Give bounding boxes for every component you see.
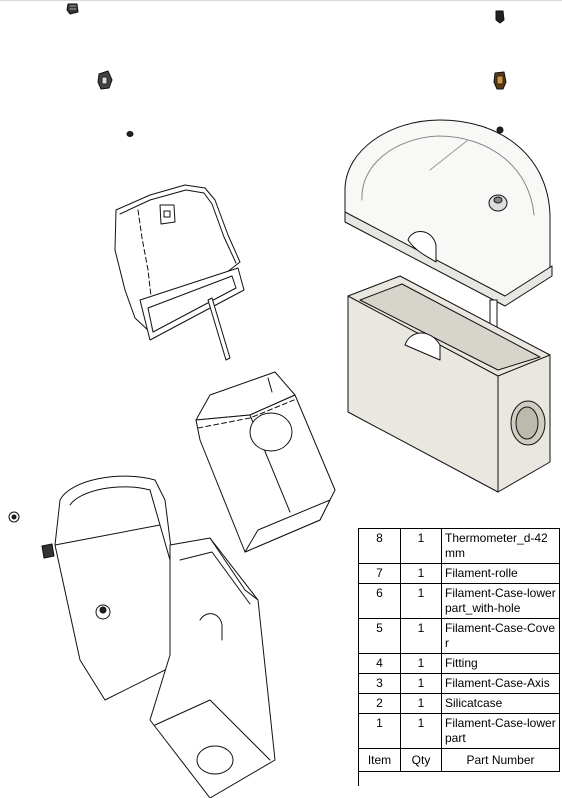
fitting-part-right-brass [493,71,507,90]
qty-cell: 1 [400,653,442,674]
part-number-cell: Thermometer_d-42mm [441,528,560,564]
item-cell: 7 [358,563,401,584]
silica-case-wireframe [195,371,336,553]
qty-cell: 1 [400,693,442,714]
item-header: Item [358,748,401,772]
item-cell: 6 [358,583,401,619]
small-fitting-lower-left [8,511,55,559]
case-assembly-lower-left [54,475,276,798]
qty-cell: 1 [400,583,442,619]
table-row: 3 1 Filament-Case-Axis [358,673,560,694]
item-cell: 1 [358,713,401,749]
table-row: 2 1 Silicatcase [358,693,560,714]
table-header-row: Item Qty Part Number [358,748,560,772]
cover-wireframe-upper [114,184,245,361]
qty-cell: 1 [400,618,442,654]
fitting-part-top-left [66,3,79,15]
small-nut-left [126,131,134,137]
table-row: 1 1 Filament-Case-lowerpart [358,713,560,749]
qty-cell: 1 [400,528,442,564]
sheet-top-border [0,0,562,1]
part-number-cell: Filament-Case-lowerpart [441,713,560,749]
qty-cell: 1 [400,563,442,584]
part-number-cell: Filament-Case-Axis [441,673,560,694]
table-row: 6 1 Filament-Case-lowerpart_with-hole [358,583,560,619]
table-row: 4 1 Fitting [358,653,560,674]
part-number-cell: Silicatcase [441,693,560,714]
part-number-header: Part Number [441,748,560,772]
item-cell: 8 [358,528,401,564]
bill-of-materials-table: 8 1 Thermometer_d-42mm 7 1 Filament-roll… [358,528,560,786]
table-footer-spacer [358,771,560,786]
part-number-cell: Filament-Case-lowerpart_with-hole [441,583,560,619]
part-number-cell: Fitting [441,653,560,674]
part-number-cell: Filament-Case-Cover [441,618,560,654]
qty-cell: 1 [400,673,442,694]
fitting-part-left-hex [97,70,113,90]
item-cell: 5 [358,618,401,654]
fitting-part-top-right [495,10,505,24]
part-number-cell: Filament-rolle [441,563,560,584]
qty-header: Qty [400,748,442,772]
small-nut-right [496,126,504,134]
case-lowerpart-shaded [347,275,551,493]
case-cover-shaded [344,119,553,307]
table-row: 5 1 Filament-Case-Cover [358,618,560,654]
table-row: 8 1 Thermometer_d-42mm [358,528,560,564]
item-cell: 3 [358,673,401,694]
item-cell: 2 [358,693,401,714]
item-cell: 4 [358,653,401,674]
table-row: 7 1 Filament-rolle [358,563,560,584]
qty-cell: 1 [400,713,442,749]
